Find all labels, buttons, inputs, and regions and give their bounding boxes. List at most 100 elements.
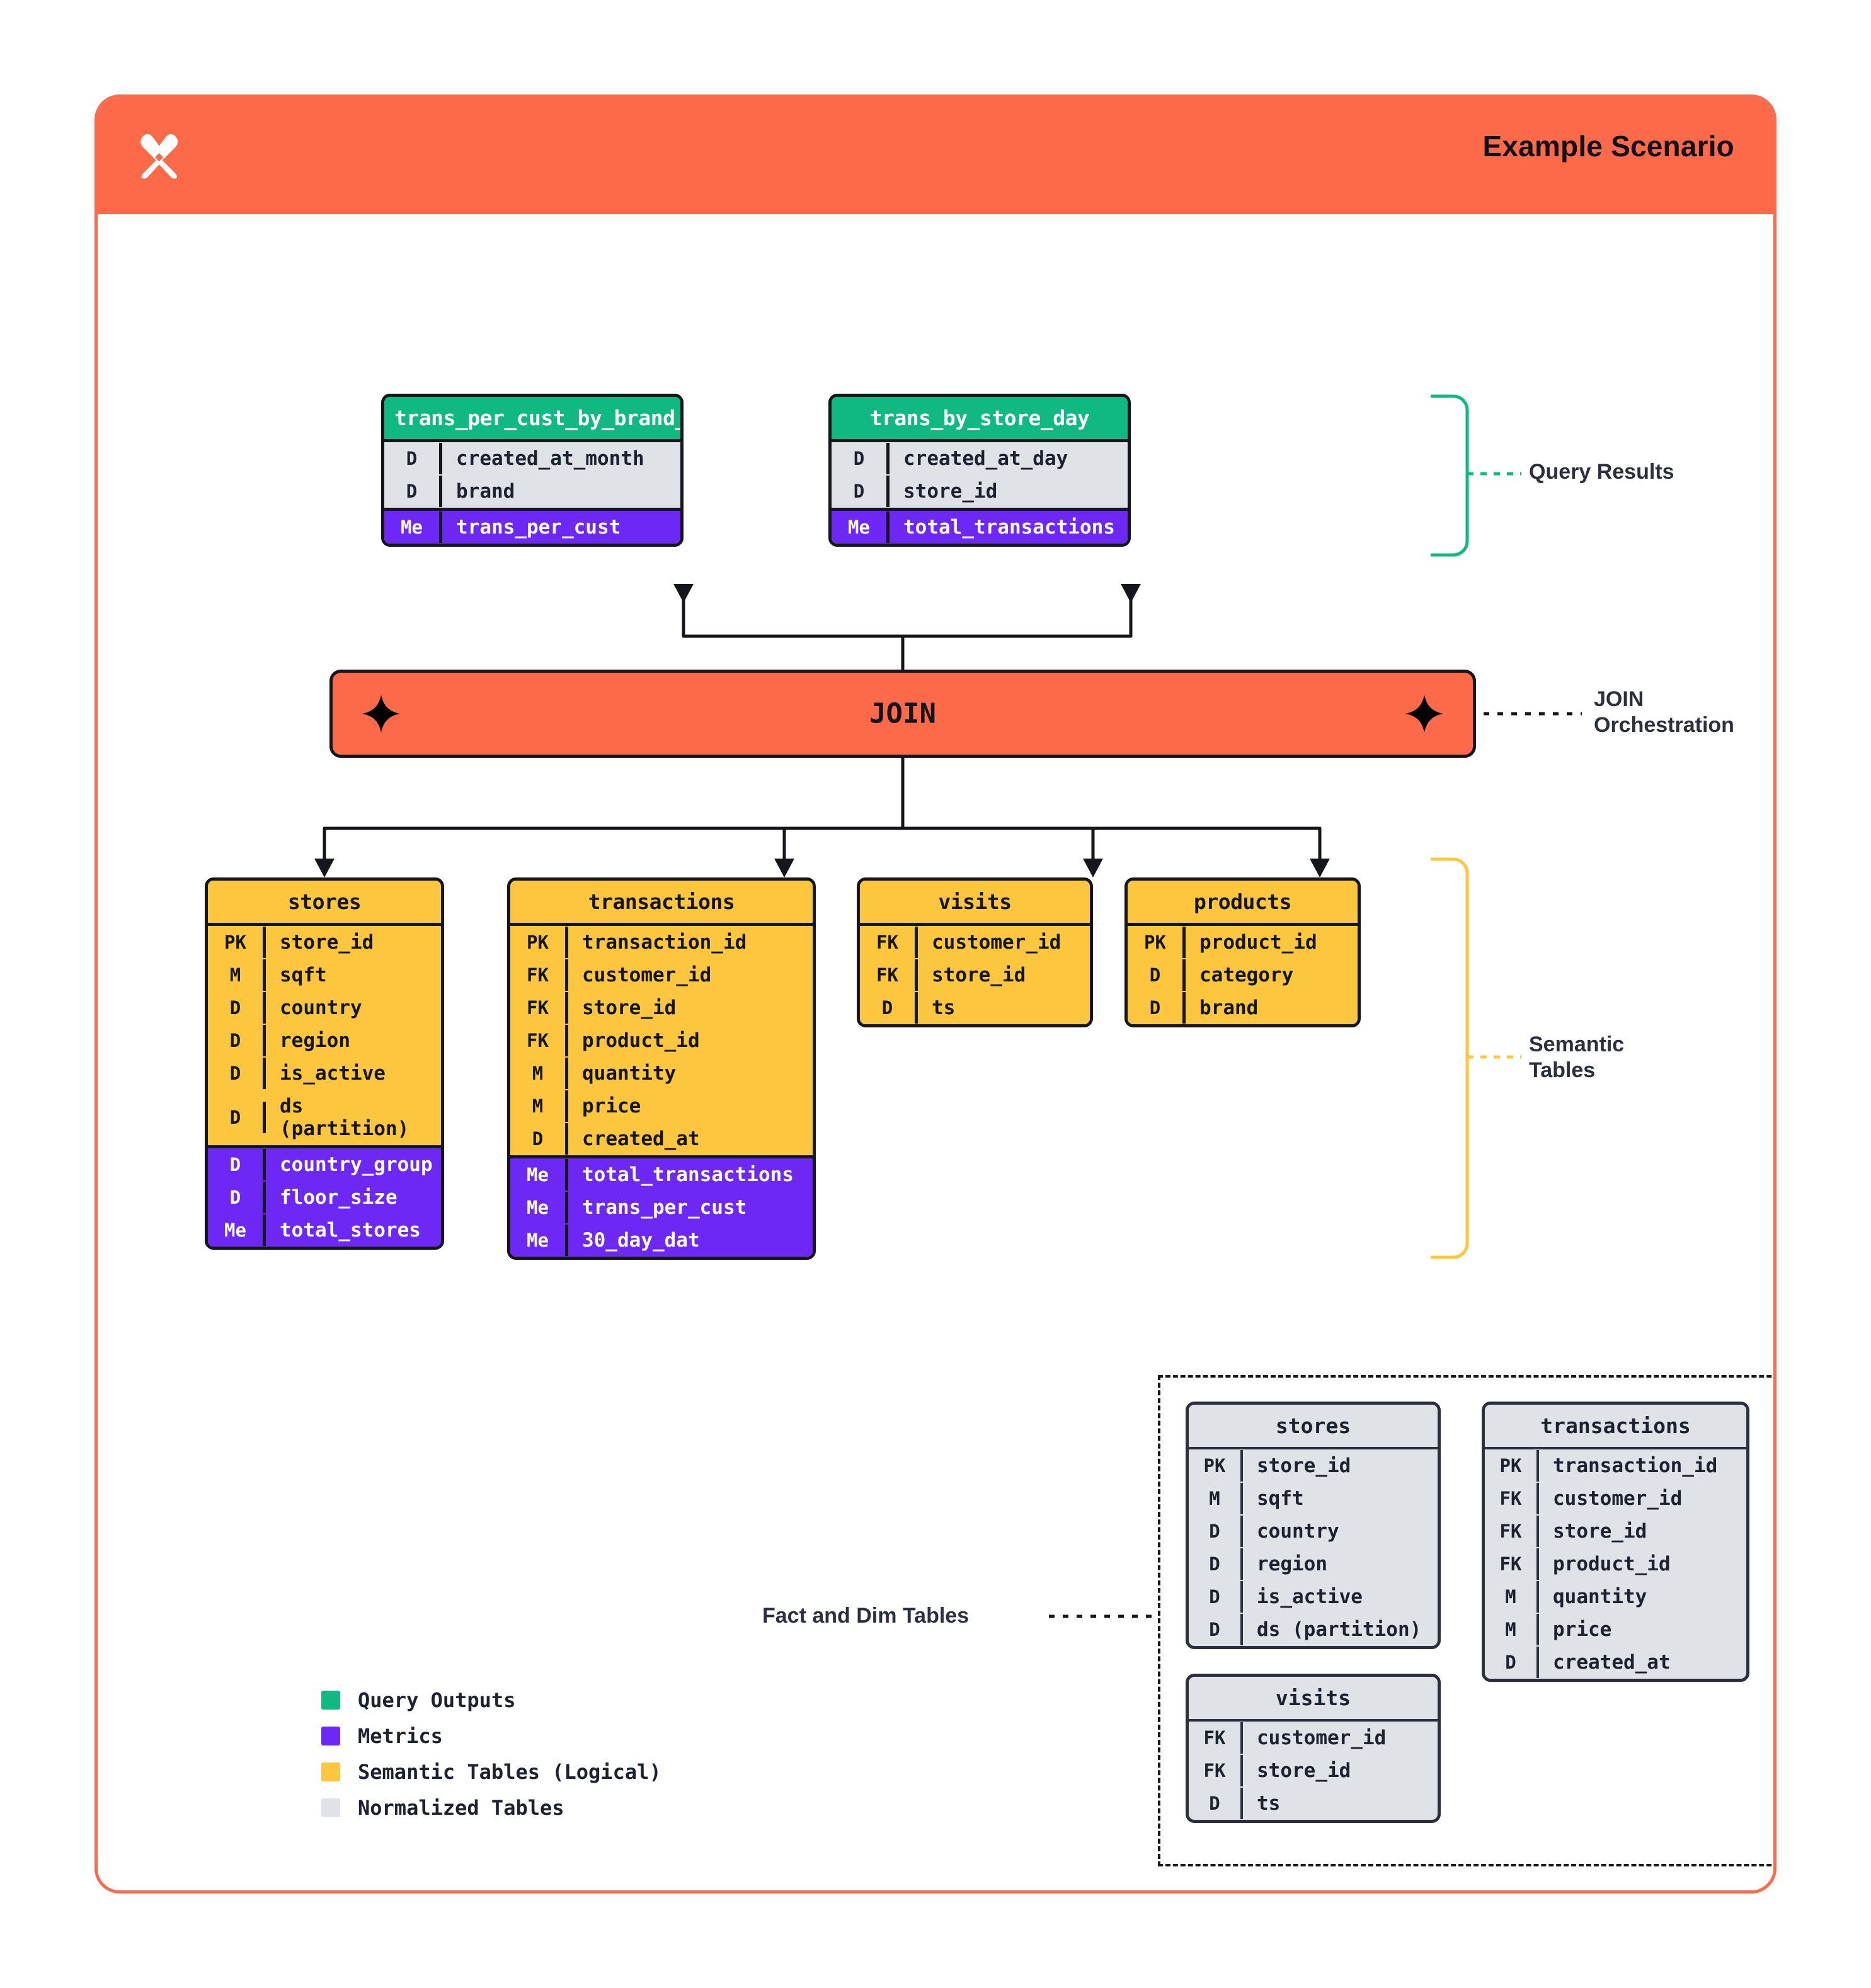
column-kind: D	[384, 476, 442, 507]
column-kind: M	[1485, 1614, 1539, 1645]
column-kind: D	[208, 1102, 266, 1133]
column-kind: D	[832, 476, 890, 507]
column-kind: D	[1189, 1548, 1243, 1580]
join-orchestration-bar[interactable]: JOIN	[329, 670, 1476, 758]
column-kind: FK	[1189, 1755, 1243, 1786]
column-kind: D	[1189, 1788, 1243, 1819]
query-result-table-trans-per-cust-by-brand-month[interactable]: trans_per_cust_by_brand_month D created_…	[381, 394, 684, 547]
column-kind: FK	[860, 959, 918, 991]
page-title: Example Scenario	[1482, 130, 1734, 163]
fact-and-dim-leader-line	[1049, 1614, 1157, 1618]
column-field: country_group	[280, 1153, 433, 1176]
legend-item-semantic-tables: Semantic Tables (Logical)	[321, 1760, 661, 1784]
table-row: Me total_transactions	[832, 511, 1128, 544]
table-row: Me trans_per_cust	[384, 511, 680, 544]
column-kind: Me	[510, 1192, 568, 1223]
column-kind: FK	[1485, 1516, 1539, 1547]
legend-swatch	[321, 1762, 340, 1781]
annotation-line-2: Orchestration	[1594, 713, 1734, 738]
column-field: total_transactions	[903, 516, 1115, 539]
column-kind: Me	[510, 1225, 568, 1256]
table-header: products	[1128, 881, 1358, 923]
column-kind: D	[1485, 1647, 1539, 1678]
legend-label: Metrics	[358, 1724, 443, 1748]
legend-item-query-outputs: Query Outputs	[321, 1688, 661, 1712]
column-field: created_at_month	[456, 447, 644, 470]
column-kind: D	[1128, 992, 1186, 1024]
column-kind: D	[1189, 1581, 1243, 1613]
annotation-semantic-tables: Semantic Tables	[1529, 1032, 1624, 1084]
column-kind: D	[208, 1182, 266, 1213]
table-header: trans_by_store_day	[832, 397, 1128, 439]
table-row: D created_at_month	[384, 442, 680, 475]
column-field: store_id	[1257, 1454, 1351, 1477]
annotation-query-results: Query Results	[1529, 460, 1674, 484]
column-field: store_id	[280, 931, 374, 954]
column-field: ds (partition)	[280, 1095, 409, 1140]
column-field: is_active	[280, 1062, 386, 1085]
column-field: customer_id	[582, 964, 712, 986]
column-kind: D	[208, 992, 266, 1024]
column-field: transaction_id	[1553, 1454, 1718, 1477]
column-field: total_stores	[280, 1219, 421, 1242]
column-kind: D	[208, 1149, 266, 1180]
column-kind: FK	[510, 992, 568, 1024]
column-kind: FK	[1485, 1483, 1539, 1514]
legend-label: Query Outputs	[358, 1688, 516, 1712]
table-row: D created_at_day	[832, 442, 1128, 475]
semantic-tables-bracket	[1431, 857, 1469, 1259]
legend-swatch	[321, 1727, 340, 1745]
column-field: created_at	[1553, 1651, 1671, 1674]
column-field: ds (partition)	[1257, 1618, 1422, 1641]
column-kind: D	[1189, 1614, 1243, 1645]
table-row: PK store_id	[208, 926, 441, 959]
column-field: store_id	[932, 964, 1026, 986]
column-kind: PK	[208, 927, 266, 958]
table-header: transactions	[1485, 1405, 1746, 1447]
column-kind: D	[384, 443, 442, 474]
column-field: country	[1257, 1520, 1339, 1543]
column-field: product_id	[1553, 1553, 1671, 1575]
annotation-line-1: JOIN	[1594, 687, 1644, 711]
table-header: stores	[208, 881, 441, 923]
diagram-card: Example Scenario	[94, 94, 1777, 1894]
legend-label: Semantic Tables (Logical)	[358, 1760, 661, 1784]
column-field: country	[280, 997, 362, 1019]
column-kind: D	[208, 1025, 266, 1056]
column-kind: M	[510, 1090, 568, 1122]
table-row: FK customer_id	[1485, 1482, 1746, 1515]
column-field: customer_id	[1257, 1727, 1387, 1749]
query-result-table-trans-by-store-day[interactable]: trans_by_store_day D created_at_day D st…	[828, 394, 1131, 547]
column-field: customer_id	[1553, 1487, 1683, 1510]
query-results-leader-line	[1467, 472, 1521, 476]
column-kind: Me	[384, 511, 442, 543]
metric-group: Me total_transactions	[832, 508, 1128, 544]
column-kind: M	[1485, 1581, 1539, 1613]
